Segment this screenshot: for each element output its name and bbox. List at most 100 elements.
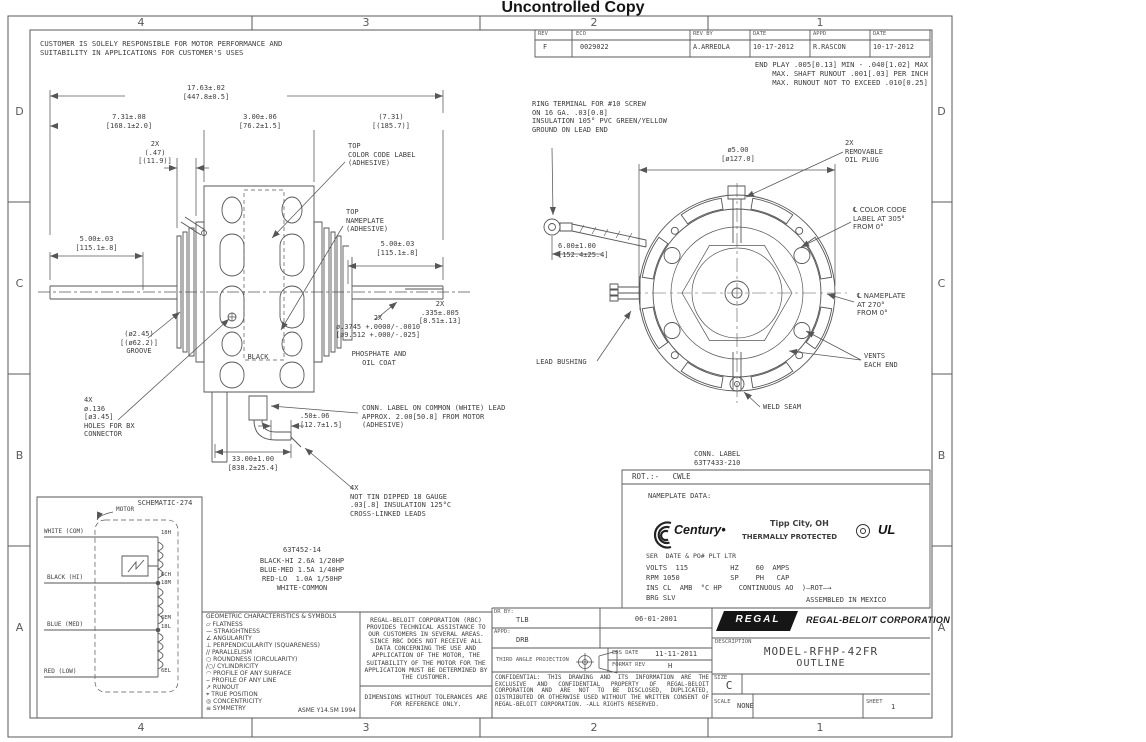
- zone-row-right-c: C: [937, 277, 946, 290]
- rev-value: 10-17-2012: [753, 43, 794, 51]
- nameplate-city: Tipp City, OH: [770, 519, 829, 528]
- zone-row-left-d: D: [15, 105, 24, 118]
- geo-symbol-item: ◎ CONCENTRICITY: [206, 698, 262, 705]
- callout-conn-label-pn: CONN. LABEL 63T7433-210: [694, 450, 741, 467]
- wire-table-part-number: 63T452-14: [283, 546, 321, 554]
- nameplate-volts-line: VOLTS 115 HZ 60 AMPS: [646, 564, 790, 572]
- geo-standard: ASME Y14.5M 1994: [297, 707, 356, 714]
- rev-table-header: REV: [538, 31, 548, 37]
- geo-symbol-item: ⌢ PROFILE OF ANY LINE: [206, 677, 277, 684]
- wire-table-row: WHITE-COMMON: [276, 584, 328, 592]
- geo-symbol-item: // PARALLELISM: [206, 649, 252, 656]
- thermally-protected: THERMALLY PROTECTED: [742, 533, 838, 541]
- callout-top-color-code-label: TOP COLOR CODE LABEL (ADHESIVE): [348, 142, 416, 168]
- zone-row-right-a: A: [937, 621, 946, 634]
- callout-groove: (ø2.45) [(ø62.2)] GROOVE: [120, 330, 158, 356]
- end-view: [543, 183, 847, 403]
- rev-value: A.ARREOLA: [693, 43, 730, 51]
- zone-row-right-d: D: [937, 105, 946, 118]
- schematic-lead-blue: BLUE (MED): [47, 621, 84, 628]
- dim-overall-length: 17.63±.02 [447.8±0.5]: [125, 84, 287, 102]
- callout-ring-terminal: RING TERMINAL FOR #10 SCREW ON 16 GA. .0…: [532, 100, 667, 134]
- rev-value: 0029022: [580, 43, 609, 51]
- geo-symbol-item: ○ ROUNDNESS (CIRCULARITY): [206, 656, 298, 663]
- format-rev-value: H: [668, 662, 673, 670]
- assembled-in: ASSEMBLED IN MEXICO: [806, 596, 887, 604]
- zone-col-top-4: 4: [137, 16, 145, 29]
- zone-col-bottom-2: 2: [590, 721, 598, 734]
- size-value: C: [725, 679, 733, 692]
- rev-table-header: DATE: [753, 31, 767, 37]
- customer-note: CUSTOMER IS SOLELY RESPONSIBLE FOR MOTOR…: [40, 39, 283, 57]
- geo-symbol-item: ≡ SYMMETRY: [206, 705, 246, 712]
- callout-top-nameplate: TOP NAMEPLATE (ADHESIVE): [346, 208, 389, 234]
- endplay-note: END PLAY .005[0.13] MIN - .040[1.02] MAX…: [754, 60, 928, 87]
- company-name: REGAL-BELOIT CORPORATION: [806, 615, 951, 625]
- geo-symbol-item: ▱ FLATNESS: [206, 621, 243, 628]
- format-rev-label: FORMAT REV: [612, 662, 646, 668]
- zone-row-left-a: A: [15, 621, 24, 634]
- zone-col-top-2: 2: [590, 16, 598, 29]
- projection-label: THIRD ANGLE PROJECTION: [496, 657, 569, 663]
- dr-by-value: TLB: [516, 616, 529, 624]
- eds-date-value: 11-11-2011: [655, 650, 698, 658]
- appd-label: APPD:: [494, 629, 511, 635]
- schematic-lead-black: BLACK (HI): [47, 574, 84, 581]
- geo-symbol-item: — STRAIGHTNESS: [206, 628, 260, 635]
- rev-value: R.RASCON: [813, 43, 846, 51]
- rev-value: 10-17-2012: [873, 43, 914, 51]
- zone-row-left-c: C: [15, 277, 24, 290]
- nameplate-header: NAMEPLATE DATA:: [648, 492, 712, 500]
- regal-brand-text: REGAL: [735, 614, 781, 625]
- geo-symbol-item: ⊥ PERPENDICULARITY (SQUARENESS): [206, 642, 320, 649]
- schematic-terminal: 6CH: [161, 572, 171, 578]
- geo-symbol-item: /○/ CYLINDRICITY: [206, 663, 259, 670]
- dim-flange: 2X (.47) [(11.9)]: [138, 140, 172, 166]
- callout-lead-bushing: LEAD BUSHING: [536, 358, 587, 366]
- callout-vents: VENTS EACH END: [864, 352, 898, 369]
- appd-value: DRB: [516, 636, 529, 644]
- schematic-terminal: 6EL: [161, 668, 171, 674]
- sheet-label: SHEET: [866, 699, 883, 705]
- sheet-value: 1: [891, 703, 896, 711]
- zone-row-right-b: B: [937, 449, 946, 462]
- dim-shell-diameter: ø5.00 [ø127.0]: [701, 146, 775, 164]
- zone-col-bottom-4: 4: [137, 721, 145, 734]
- callout-leads: 4X NOT TIN DIPPED 18 GAUGE .03[.8] INSUL…: [350, 484, 452, 518]
- dim-shaft-diameter: 2X ø.3745 +.0000/-.0010 [ø9.512 +.000/-.…: [335, 314, 421, 340]
- callout-oil-plug: 2X REMOVABLE OIL PLUG: [845, 139, 883, 165]
- dim-shaft-right: 5.00±.03 [115.1±.8]: [349, 240, 446, 258]
- scale-value: NONE: [737, 702, 754, 710]
- dim-shaft-flat: 2X .335±.005 [8.51±.13]: [418, 300, 462, 326]
- dim-shaft-left: 5.00±.03 [115.1±.8]: [48, 235, 145, 253]
- schematic-terminal: 18M: [161, 580, 171, 586]
- century-logo-icon: [653, 521, 672, 549]
- dr-date-value: 06-01-2001: [634, 615, 678, 623]
- wire-table-row: BLUE-MED 1.5A 1/40HP: [259, 566, 345, 574]
- callout-bx-holes: 4X ø.136 [ø3.45] HOLES FOR BX CONNECTOR: [84, 396, 135, 439]
- zone-col-top-1: 1: [816, 16, 824, 29]
- century-brand: Century•: [674, 523, 726, 537]
- rev-table-header: ECO: [576, 31, 586, 37]
- rotation-line: ROT.:- CWLE: [632, 472, 691, 481]
- nameplate-ser-line: SER DATE & PO# PLT LTR: [646, 552, 737, 560]
- geo-symbol-item: ∠ ANGULARITY: [206, 635, 252, 642]
- wire-table-row: RED-LO 1.0A 1/50HP: [261, 575, 343, 583]
- reference-only-note: DIMENSIONS WITHOUT TOLERANCES ARE FOR RE…: [364, 694, 488, 709]
- rev-table-header: DATE: [873, 31, 887, 37]
- nameplate-ins-line: INS CL AMB °C HP CONTINUOUS AO )—ROT—→: [646, 584, 832, 592]
- rev-value: F: [543, 43, 548, 51]
- geo-symbol-item: ◠ PROFILE OF ANY SURFACE: [206, 670, 292, 677]
- callout-phosphate: PHOSPHATE AND OIL COAT: [351, 350, 407, 367]
- geo-symbol-item: ⌖ TRUE POSITION: [206, 691, 258, 698]
- certification-mark-icon: [856, 524, 870, 538]
- dim-body-length: 3.00±.06 [76.2±1.5]: [189, 113, 331, 131]
- callout-conn-label: CONN. LABEL ON COMMON (WHITE) LEAD APPRO…: [362, 404, 506, 430]
- dim-shaft-to-face: 7.31±.08 [168.1±2.0]: [58, 113, 200, 131]
- confidential-note: CONFIDENTIAL: THIS DRAWING AND ITS INFOR…: [495, 675, 709, 708]
- dr-by-label: DR BY:: [494, 609, 514, 615]
- dim-ground-lead: 6.00±1.00 [152.4±25.4]: [558, 242, 609, 259]
- schematic-terminal: 18H: [161, 530, 171, 536]
- callout-black: BLACK: [247, 353, 269, 361]
